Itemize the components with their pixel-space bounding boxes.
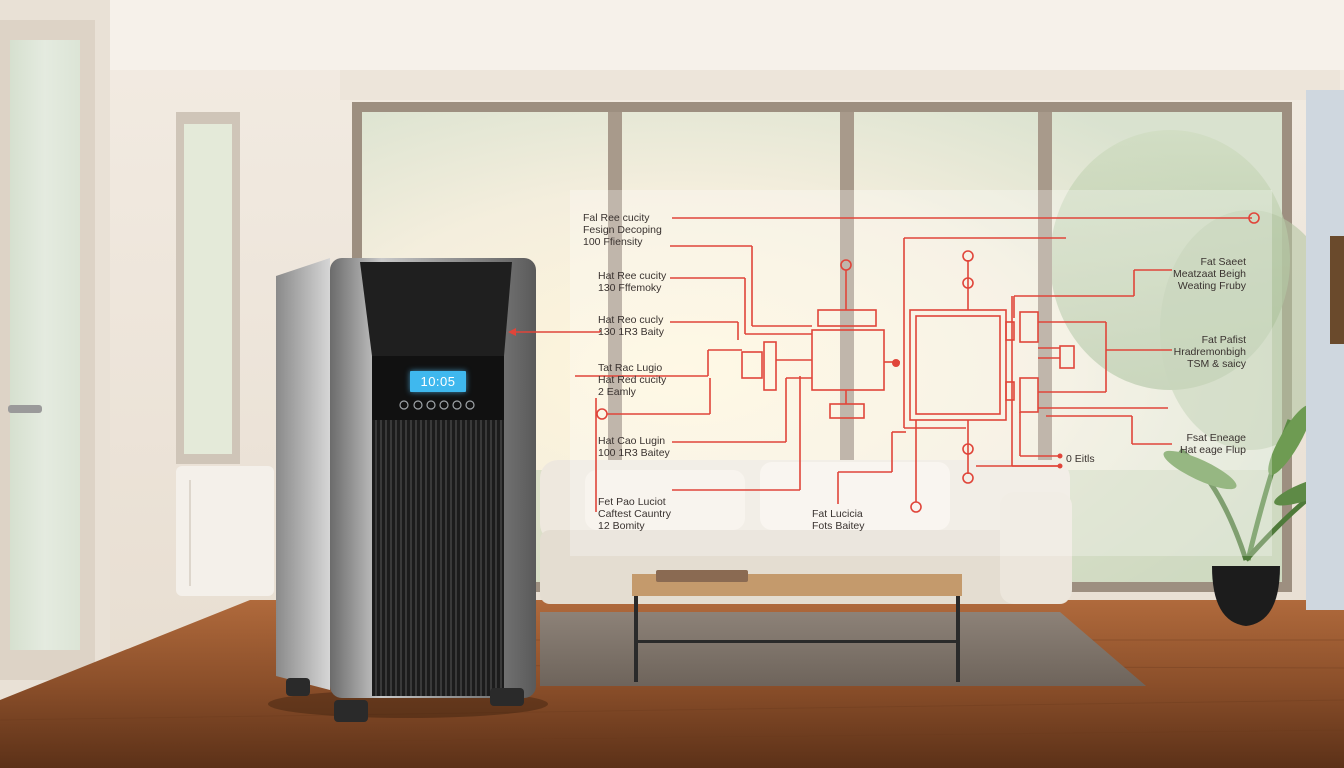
label-line: Fots Baitey — [812, 520, 865, 532]
label-line: Fat Saeet — [1200, 256, 1246, 268]
label-group-mid-right: Fat Pafist Hradremonbigh TSM & saicy — [1150, 334, 1246, 370]
label-line: Hat Ree cucity — [598, 270, 667, 282]
connector-dots — [508, 328, 1063, 469]
label-group-top-left-1: Fal Ree cucity Fesign Decoping 100 Ffien… — [583, 212, 662, 248]
label-line: TSM & saicy — [1187, 358, 1246, 370]
label-line: 100 Ffiensity — [583, 236, 643, 248]
label-line: Fat Lucicia — [812, 508, 863, 520]
label-line: 130 1R3 Baity — [598, 326, 664, 338]
label-line: 130 Fffemoky — [598, 282, 662, 294]
label-line: Fsat Eneage — [1186, 432, 1246, 444]
label-line: Fesign Decoping — [583, 224, 662, 236]
label-line: Fet Pao Luciot — [598, 496, 666, 508]
label-line: Hat Red cucity — [598, 374, 667, 386]
label-line: Tat Rac Lugio — [598, 362, 663, 374]
label-group-top-right: Fat Saeet Meatzaat Beigh Weating Fruby — [1150, 256, 1246, 292]
label-line: 100 1R3 Baitey — [598, 447, 670, 459]
label-line: Fal Ree cucity — [583, 212, 650, 224]
label-line: Meatzaat Beigh — [1173, 268, 1246, 280]
balcony-door — [0, 0, 110, 700]
air-purifier — [268, 258, 548, 722]
label-group-mid-left-2: Hat Cao Lugin 100 1R3 Baitey — [598, 435, 670, 459]
label-line: Hat eage Flup — [1180, 444, 1246, 456]
label-group-bottom-left: Fet Pao Luciot Caftest Cauntry 12 Bomity — [598, 496, 671, 532]
label-line: Hat Reo cucly — [598, 314, 664, 326]
label-group-top-left-3: Hat Reo cucly 130 1R3 Baity — [598, 314, 664, 338]
side-window — [176, 112, 274, 596]
circuit-diagram — [510, 212, 1260, 513]
control-buttons — [399, 400, 475, 410]
label-line: Hat Cao Lugin — [598, 435, 666, 447]
label-line: 0 Eitls — [1066, 453, 1095, 465]
label-line: Weating Fruby — [1177, 280, 1246, 292]
label-line: Caftest Cauntry — [598, 508, 671, 520]
diagram-panel — [570, 190, 1272, 556]
label-line: Fat Pafist — [1201, 334, 1246, 346]
label-line: 12 Bomity — [598, 520, 645, 532]
label-group-top-left-2: Hat Ree cucity 130 Fffemoky — [598, 270, 666, 294]
label-small-right: 0 Eitls — [1066, 453, 1095, 465]
label-line: Hradremonbigh — [1173, 346, 1246, 358]
label-line: 2 Eamly — [598, 386, 636, 398]
coffee-table — [632, 570, 962, 682]
label-group-bottom-right: Fsat Eneage Hat eage Flup — [1150, 432, 1246, 456]
purifier-display: 10:05 — [410, 371, 466, 392]
label-group-bottom-center: Fat Lucicia Fots Baitey — [812, 508, 865, 532]
label-group-mid-left-1: Tat Rac Lugio Hat Red cucity 2 Eamly — [598, 362, 666, 398]
